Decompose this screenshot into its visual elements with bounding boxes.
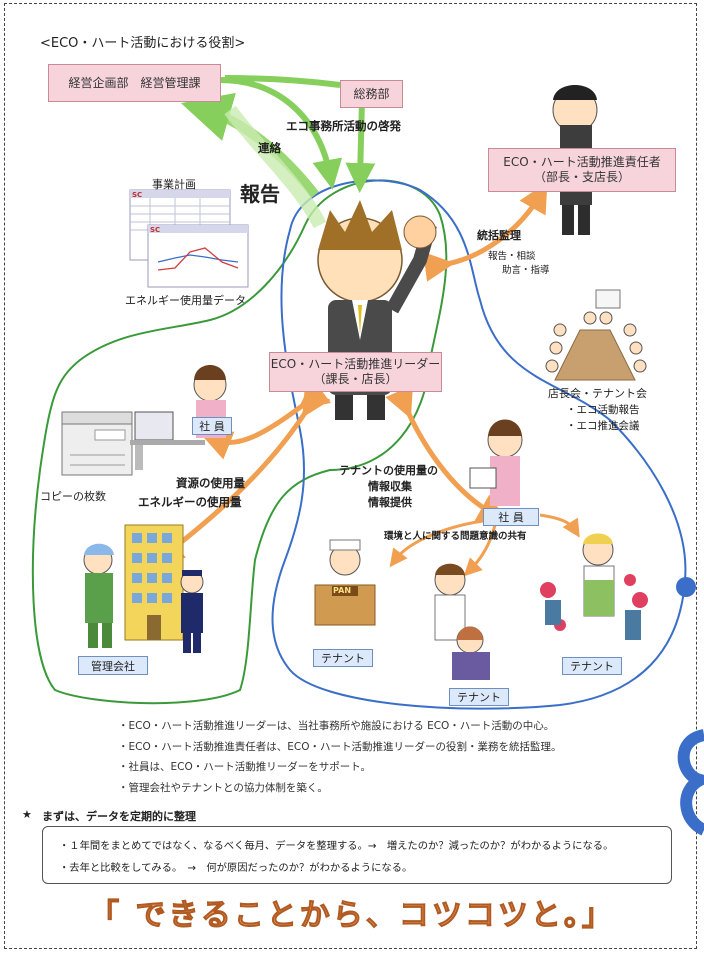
arrow-general-to-leader — [345, 99, 376, 193]
bullet-4: ・管理会社やテナントとの協力体制を築く。 — [118, 781, 328, 794]
manager-box: ECO・ハート活動推進責任者 （部長・支店長） — [488, 148, 676, 192]
arrow-staff-tenant1 — [389, 518, 491, 568]
tenant-label-1: テナント — [321, 652, 365, 665]
arrow-general-to-planning — [224, 75, 341, 88]
staff-box-1: 社 員 — [192, 417, 232, 435]
general-affairs-box: 総務部 — [340, 80, 403, 108]
arrow-leader-tenantstaff — [385, 385, 509, 523]
staff-woman2-figure-icon — [469, 419, 523, 506]
resources-label: 資源の使用量 — [176, 476, 245, 490]
role-bullets: ・ECO・ハート活動推進リーダーは、当社事務所や施設における ECO・ハート活動… — [118, 716, 561, 798]
diagram-title: <ECO・ハート活動における役割> — [40, 36, 246, 51]
mgmt-company-label: 管理会社 — [91, 659, 135, 673]
tenant-info-label-2: 情報収集 — [368, 480, 412, 493]
energy-data-label: エネルギー使用量データ — [125, 294, 246, 307]
energy-use-label: エネルギーの使用量 — [138, 495, 242, 509]
planning-box: 経営企画部 経営管理課 — [48, 64, 221, 102]
eco-office-label: エコ事務所活動の啓発 — [286, 119, 401, 133]
business-plan-label: 事業計画 — [152, 178, 196, 191]
manager-subtitle: （部長・支店長） — [533, 170, 630, 184]
pan-sign: PAN — [333, 586, 352, 595]
police-figure-icon — [180, 570, 204, 653]
leader-title: ECO・ハート活動推進リーダー — [270, 357, 441, 371]
summary-line-1: ・１年間をまとめてではなく、なるべく毎月、データを整理する。→ 増えたのか？減っ… — [59, 840, 614, 852]
sc-mark-2: SC — [150, 226, 161, 234]
manager-title: ECO・ハート活動推進責任者 — [503, 155, 661, 169]
sc-mark-1: SC — [132, 191, 143, 199]
copier-icon — [61, 411, 133, 476]
leader-subtitle: （課長・店長） — [313, 372, 398, 386]
general-affairs-label: 総務部 — [353, 86, 390, 101]
baker-figure-icon — [314, 539, 376, 626]
summary-star: ★ — [22, 808, 32, 821]
guard-figure-icon — [83, 543, 114, 648]
decorative-swirl — [677, 729, 704, 836]
building-icon — [124, 524, 184, 641]
tenant-box-1: テナント — [313, 649, 373, 667]
summary-heading: まずは、データを定期的に整理 — [42, 810, 196, 823]
consult-label: 報告・相談 — [488, 251, 536, 262]
summary-line-2: ・去年と比較をしてみる。 → 何が原因だったのか？がわかるようになる。 — [59, 862, 413, 874]
tenant-info-label-3: 情報提供 — [368, 496, 412, 509]
tenant-info-label-1: テナントの使用量の — [339, 464, 438, 477]
bullet-2: ・ECO・ハート活動推進責任者は、ECO・ハート活動推進リーダーの役割・業務を統… — [118, 740, 562, 753]
florist-figure-icon — [540, 533, 648, 640]
copies-label: コピーの枚数 — [40, 490, 106, 503]
advice-label: 助言・指導 — [502, 265, 550, 276]
decorative-dot — [676, 577, 696, 597]
contact-label: 連絡 — [258, 141, 281, 155]
planning-label: 経営企画部 経営管理課 — [68, 75, 201, 90]
supervise-label: 統括監理 — [477, 229, 521, 242]
report-label: 報告 — [240, 182, 280, 206]
arrow-report — [224, 105, 327, 229]
bullet-3: ・社員は、ECO・ハート活動推リーダーをサポート。 — [118, 761, 372, 773]
tenant-label-3: テナント — [570, 660, 614, 673]
arrow-staff-tenant2 — [463, 524, 497, 577]
tenant-box-2: テナント — [449, 688, 509, 706]
business-plan-chart-icon — [129, 189, 249, 288]
computer-icon — [130, 411, 205, 470]
meeting-item-1: ・エコ活動報告 — [566, 404, 640, 416]
green-enclosure-line — [31, 179, 448, 705]
summary-box: ・１年間をまとめてではなく、なるべく毎月、データを整理する。→ 増えたのか？減っ… — [42, 826, 672, 884]
shared-awareness-label: 環境と人に関する問題意識の共有 — [384, 531, 527, 542]
arrow-staff-tenant3 — [539, 513, 580, 538]
bullet-1: ・ECO・ハート活動推進リーダーは、当社事務所や施設における ECO・ハート活動… — [118, 720, 555, 732]
arrow-leader-manager — [423, 181, 548, 282]
meeting-title: 店長会・テナント会 — [548, 387, 647, 400]
arrow-planning-to-leader — [219, 77, 343, 190]
slogan: 「 できることから、コツコツと。」 — [89, 898, 615, 934]
mgmt-company-box: 管理会社 — [78, 656, 148, 675]
staff-box-2: 社 員 — [483, 508, 539, 526]
page-frame — [4, 3, 697, 949]
tenant-box-3: テナント — [562, 657, 622, 675]
staff-label-1: 社 員 — [199, 420, 225, 433]
meeting-icon — [545, 289, 647, 381]
hairdresser-figure-icon — [434, 563, 490, 680]
leader-box: ECO・ハート活動推進リーダー （課長・店長） — [269, 352, 442, 392]
meeting-item-2: ・エコ推進会議 — [566, 420, 640, 432]
staff-label-2: 社 員 — [498, 511, 524, 524]
tenant-label-2: テナント — [457, 691, 501, 704]
